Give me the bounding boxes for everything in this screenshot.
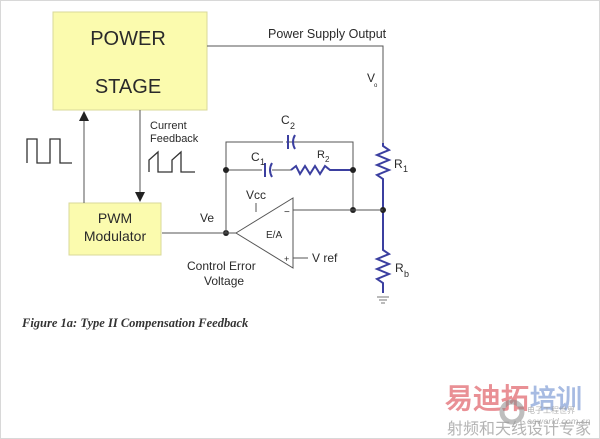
- c2-branch-wire: [225, 141, 354, 210]
- r2-subscript: 2: [325, 155, 330, 164]
- watermark-brand-blue: 培训: [530, 385, 582, 415]
- error-amplifier-icon: [235, 197, 294, 269]
- power-stage-block: [52, 11, 208, 111]
- vo-subscript: o: [374, 83, 378, 89]
- watermark-logo-icon: [499, 399, 525, 425]
- square-wave-icon: [26, 138, 72, 164]
- r2-label: R: [317, 149, 325, 161]
- current-feedback-label-2: Feedback: [150, 133, 199, 145]
- c2-subscript: 2: [290, 121, 295, 131]
- c2-capacitor-icon: [287, 134, 296, 150]
- vo-label: V: [367, 71, 375, 85]
- power-supply-output-label: Power Supply Output: [268, 27, 387, 41]
- c1-label: C: [251, 150, 260, 164]
- figure-caption: Figure 1a: Type II Compensation Feedback: [21, 316, 249, 330]
- vref-label: V ref: [312, 251, 338, 265]
- error-amp-plus: +: [284, 254, 289, 264]
- pwm-label-2: Modulator: [84, 228, 147, 244]
- arrow-down-icon: [135, 192, 145, 202]
- r2-resistor-icon: [290, 164, 353, 177]
- vcc-label: Vcc: [246, 188, 266, 202]
- watermark-tagline: 射频和天线设计专家: [447, 419, 591, 438]
- pwm-label-1: PWM: [98, 210, 132, 226]
- current-ramp-wave-icon: [148, 150, 195, 173]
- r1-resistor-icon: [374, 143, 392, 210]
- ground-icon: [377, 296, 389, 304]
- c2-label: C: [281, 113, 290, 127]
- pwm-modulator-block: [68, 202, 162, 256]
- watermark-site-url: eeworld.com.cn: [527, 417, 591, 426]
- power-stage-label-1: POWER: [90, 28, 166, 50]
- power-stage-label-2: STAGE: [95, 76, 161, 98]
- output-wire: [207, 45, 384, 143]
- ve-label: Ve: [200, 211, 214, 225]
- c1-capacitor-icon: [264, 162, 273, 178]
- arrow-up-icon: [79, 111, 89, 121]
- error-amp-minus: −: [284, 207, 290, 218]
- current-feedback-label-1: Current: [150, 120, 187, 132]
- r1-label: R: [394, 157, 403, 171]
- rb-resistor-icon: [374, 210, 392, 293]
- watermark-brand-red: 易迪拓: [445, 382, 529, 415]
- c1-subscript: 1: [260, 157, 265, 167]
- control-error-label-1: Control Error: [187, 259, 256, 273]
- rb-label: R: [395, 261, 404, 275]
- error-amp-label: E/A: [266, 230, 282, 241]
- rb-subscript: b: [404, 269, 409, 279]
- watermark-site-cn: 电子工程世界: [527, 405, 575, 415]
- junction-dots: [223, 167, 386, 236]
- r1-subscript: 1: [403, 164, 408, 174]
- control-error-label-2: Voltage: [204, 274, 244, 288]
- watermark: 易迪拓 培训 电子工程世界 eeworld.com.cn 射频和天线设计专家: [445, 382, 591, 438]
